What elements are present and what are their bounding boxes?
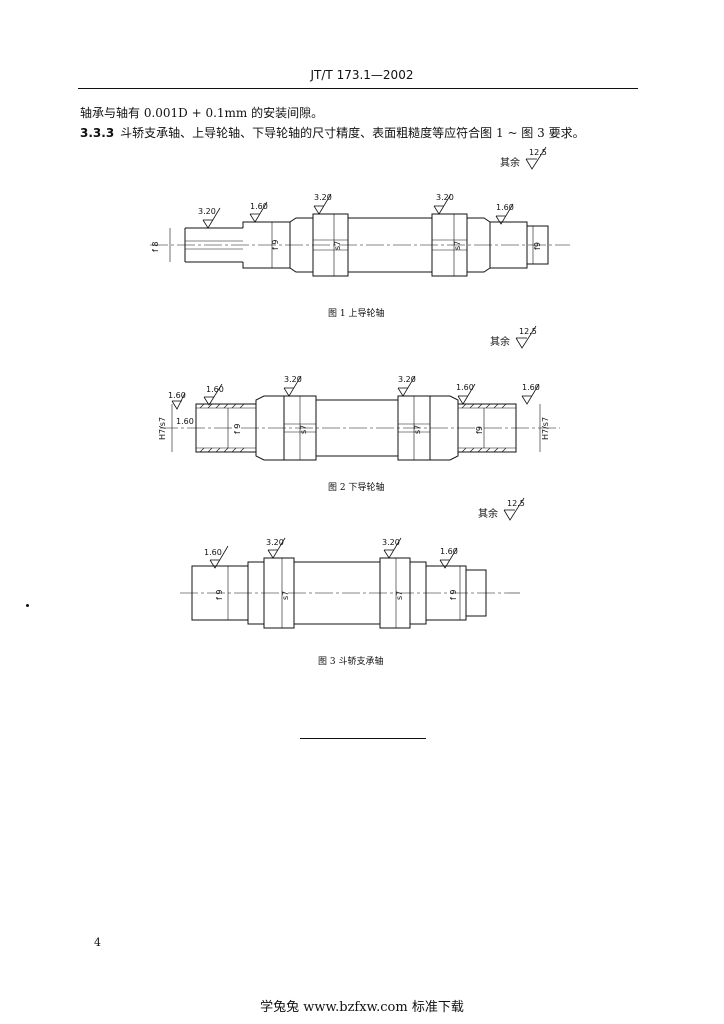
fig3-fit-3: s7 [395,591,404,600]
fig3-ra-2: 3.20 [266,538,284,547]
fig1-ra-4: 3.20 [436,193,454,202]
paragraph-clearance: 轴承与轴有 0.001D + 0.1mm 的安装间隙。 [80,106,324,120]
clause-text: 斗轿支承轴、上导轮轴、下导轮轴的尺寸精度、表面粗糙度等应符合图 1 ~ 图 3 … [120,126,585,140]
fig2-rest-symbol: 12.5 [515,325,537,349]
fig1-caption: 图 1 上导轮轴 [328,309,385,319]
fig2-ra-2: 1.60 [176,417,194,426]
fig2-roughness-5 [457,383,476,405]
fig3-roughness-2 [267,537,286,559]
fig2-fit-4: s7 [413,425,422,434]
fig1-ra-1: 3.20 [198,207,216,216]
fig3-rest-value: 12.5 [507,499,525,508]
fig2-roughness-1 [171,392,186,410]
fig2-fit-1: H7/s7 [158,417,167,440]
fig1-roughness-5 [495,203,514,225]
fig1-ra-2: 1.60 [250,202,268,211]
standard-id: JT/T 173.1—2002 [310,68,414,82]
fig1-rest-value: 12.5 [529,148,547,157]
fig3-roughness-4 [439,547,458,569]
fig2-ra-7: 1.60 [522,383,540,392]
fig1-rest-label: 其余 [500,158,520,169]
fig1-rest-roughness: 其余 [500,154,520,169]
fig2-rest-label: 其余 [490,337,510,348]
header-rule [78,88,638,89]
fig1-rest-symbol: 12.5 [525,146,547,170]
fig3-rest-label: 其余 [478,509,498,520]
fig2-ra-5: 3.20 [398,375,416,384]
fig1-roughness-3 [313,193,332,215]
fig1-fit-5: f9 [533,242,542,250]
fig2-ra-6: 1.60 [456,383,474,392]
fig2-roughness-2 [203,383,223,406]
fig3-fit-2: s7 [281,591,290,600]
end-rule [300,738,426,739]
fig3-ra-3: 3.20 [382,538,400,547]
fig3-ra-4: 1.60 [440,547,458,556]
fig2-roughness-3 [283,375,302,397]
scan-dot [26,604,29,607]
fig2-ra-3: 1.60 [206,385,224,394]
fig2-fit-3: s7 [299,425,308,434]
fig2-ra-4: 3.20 [284,375,302,384]
fig1-roughness-2 [249,201,268,223]
clause-number: 3.3.3 [80,126,115,140]
watermark: 学兔兔 www.bzfxw.com 标准下载 [260,1000,464,1015]
fig1-fit-1: f 8 [151,242,160,252]
fig2-roughness-4 [397,375,416,397]
fig2-caption: 图 2 下导轮轴 [328,483,385,493]
fig3-roughness-1 [209,545,229,569]
fig1-roughness-4 [433,193,452,215]
fig3-fit-1: f 9 [215,590,224,600]
clause-3-3-3: 3.3.3 斗轿支承轴、上导轮轴、下导轮轴的尺寸精度、表面粗糙度等应符合图 1 ~… [80,124,585,141]
page-number: 4 [94,936,101,949]
fig2-fit-5: f9 [475,426,484,434]
fig2-rest-value: 12.5 [519,327,537,336]
fig3-ra-1: 1.60 [204,548,222,557]
fig1-ra-5: 1.60 [496,203,514,212]
fig2-fit-6: H7/s7 [541,417,550,440]
fig2-roughness-6 [521,383,540,405]
fig2-rest-roughness: 其余 [490,333,510,348]
fig1-fit-2: f 9 [271,240,280,250]
fig3-rest-roughness: 其余 [478,505,498,520]
fig3-caption: 图 3 斗轿支承轴 [318,657,384,667]
fig2-fit-2: f 9 [233,424,242,434]
fig1-roughness-1 [202,207,221,229]
fig1-ra-3: 3.20 [314,193,332,202]
fig1-fit-3: s7 [333,241,342,250]
fig3-rest-symbol: 12.5 [503,497,525,521]
fig3-fit-4: f 9 [449,590,458,600]
fig2-ra-1: 1.60 [168,391,186,400]
fig3-roughness-3 [383,537,402,559]
fig1-fit-4: s7 [453,241,462,250]
